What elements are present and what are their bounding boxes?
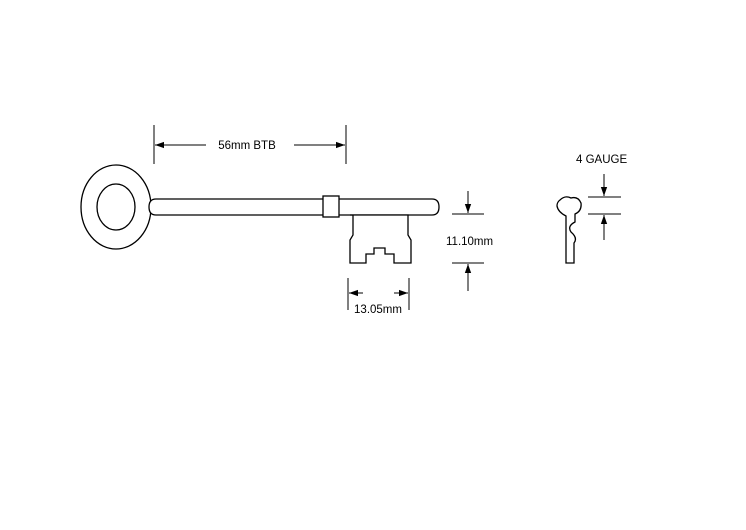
key-bow [80,164,152,250]
width-dimension: 13.05mm [347,278,410,316]
gauge-label: 4 GAUGE [576,154,627,166]
height-label: 11.10mm [446,236,493,248]
key-shank [148,198,440,216]
length-label: 56mm BTB [218,140,276,152]
key-bit [349,214,412,264]
height-dimension: 11.10mm [446,191,493,291]
gauge-dimension: 4 GAUGE [576,154,627,240]
key-profile [556,196,582,264]
width-label: 13.05mm [354,304,402,316]
length-dimension: 56mm BTB [153,125,347,164]
key-collar [322,195,340,218]
